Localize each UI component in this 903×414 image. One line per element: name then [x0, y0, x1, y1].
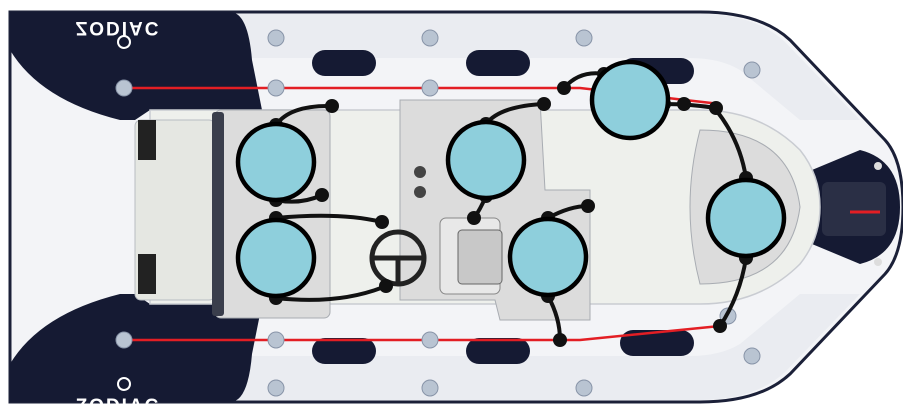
dot-icon	[325, 99, 339, 113]
valve-icon	[744, 62, 760, 78]
transom-bracket-top	[138, 120, 156, 160]
brand-text-bottom: ZODIAC	[76, 396, 161, 414]
dot-icon	[713, 319, 727, 333]
valve-icon	[422, 80, 438, 96]
console-screen-inner	[458, 230, 502, 284]
valve-icon	[116, 332, 132, 348]
valve-icon	[576, 30, 592, 46]
seat-1	[238, 124, 314, 200]
handle-slot	[312, 338, 376, 364]
brand-top: ZODIAC	[76, 17, 161, 38]
bow-cap-left-dot	[874, 162, 882, 170]
valve-icon	[576, 380, 592, 396]
handle-slot	[312, 50, 376, 76]
seat-3	[448, 122, 524, 198]
valve-icon	[744, 348, 760, 364]
valve-icon	[116, 80, 132, 96]
bow-cap-panel	[822, 182, 886, 236]
valve-icon	[268, 332, 284, 348]
valve-icon	[268, 30, 284, 46]
dot-icon	[379, 279, 393, 293]
handle-slot	[466, 338, 530, 364]
dot-icon	[557, 81, 571, 95]
valve-icon	[422, 332, 438, 348]
gauge-bottom	[414, 186, 426, 198]
valve-icon	[422, 380, 438, 396]
valve-icon	[268, 380, 284, 396]
seat-2	[238, 220, 314, 296]
gauge-top	[414, 166, 426, 178]
transom-bracket-bottom	[138, 254, 156, 294]
bow-cap-right-dot	[874, 258, 882, 266]
dot-icon	[375, 215, 389, 229]
valve-icon	[422, 30, 438, 46]
dot-icon	[581, 199, 595, 213]
seat-6	[708, 180, 784, 256]
valve-icon	[268, 80, 284, 96]
dot-icon	[709, 101, 723, 115]
dot-icon	[537, 97, 551, 111]
dot-icon	[677, 97, 691, 111]
dot-icon	[553, 333, 567, 347]
dot-icon	[467, 211, 481, 225]
stern-bench-back	[212, 112, 224, 316]
dot-icon	[315, 188, 329, 202]
brand-text-top: ZODIAC	[76, 17, 161, 38]
handle-slot	[466, 50, 530, 76]
seat-5	[510, 219, 586, 295]
seat-4	[592, 62, 668, 138]
